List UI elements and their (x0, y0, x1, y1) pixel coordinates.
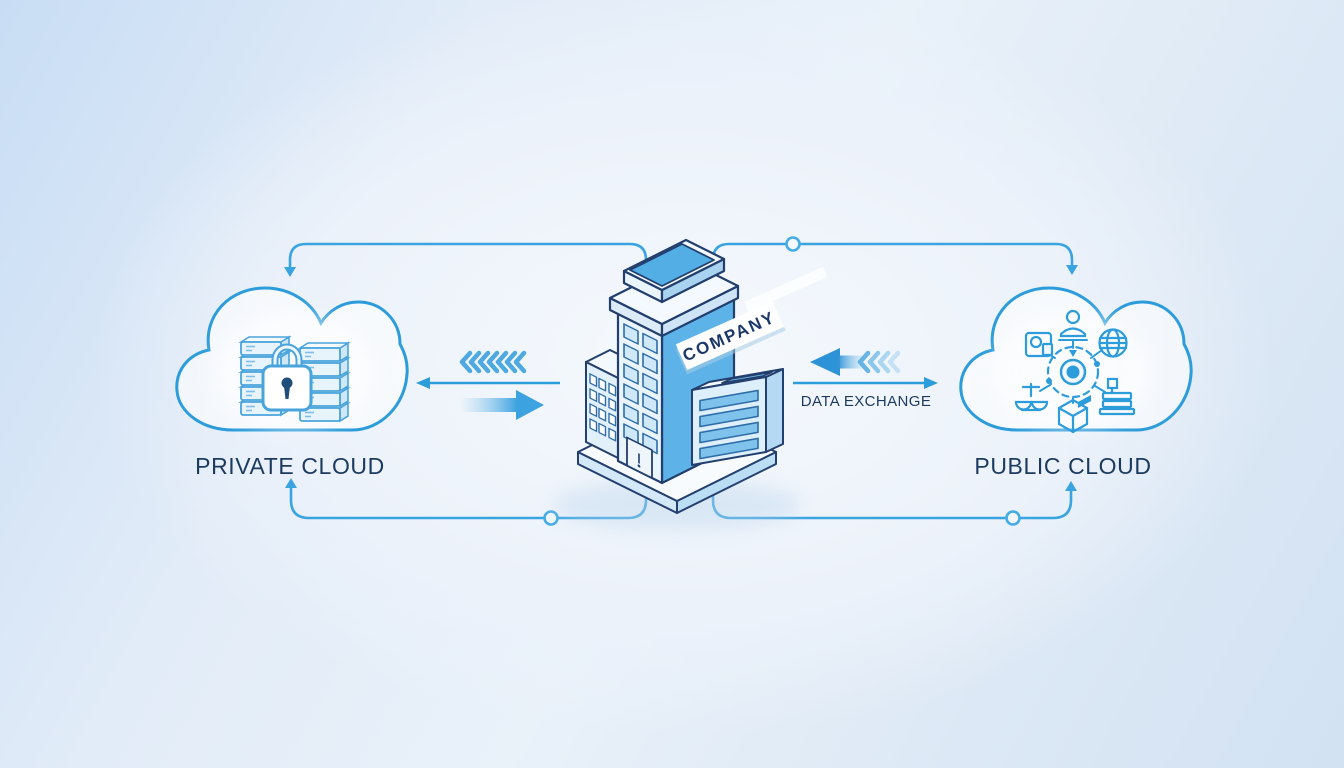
louver-strips (699, 389, 759, 460)
connector-top-left-line (288, 242, 648, 271)
edge-company-public (793, 348, 938, 389)
arrowhead-left-icon (416, 377, 430, 389)
arrowhead-up-icon (1065, 481, 1077, 491)
scales-icon (1014, 382, 1049, 412)
arrowhead-down-icon (1066, 265, 1078, 275)
thick-arrow-right (460, 390, 544, 420)
connector-top-right-line (711, 242, 1074, 270)
user-icon (1059, 309, 1087, 338)
padlock-keyhole-stem (284, 386, 290, 399)
padlock-keyhole (281, 377, 293, 389)
arrowhead-down-icon (1069, 350, 1077, 357)
connector-top-left (288, 242, 648, 271)
arrowhead-right-icon (924, 377, 938, 389)
edge-private-company (416, 350, 560, 420)
tower-windows (623, 323, 658, 455)
right-wing-building (691, 368, 784, 466)
connector-node-circle (785, 236, 801, 252)
connector-node-circle (543, 510, 559, 526)
connector-node-circle (1005, 510, 1021, 526)
company-building-illustration: COMPANY (552, 238, 828, 531)
chevron-flow-left-icon (459, 350, 527, 374)
server-icon (1098, 377, 1136, 416)
padlock-shackle-inner (273, 345, 301, 370)
roof-penthouse (622, 238, 726, 304)
private-cloud-node (175, 286, 409, 432)
arrowhead-right-icon (516, 390, 544, 420)
public-cloud-icons (1014, 309, 1136, 434)
thin-arrow-right (793, 377, 938, 389)
public-cloud-label: PUBLIC CLOUD (974, 453, 1152, 479)
banner-plate (675, 301, 785, 370)
hub-icon (1046, 345, 1100, 399)
banner-highlight (744, 266, 828, 312)
icon-connection-lines (1039, 339, 1106, 404)
door (626, 436, 653, 480)
cube-icon (1057, 395, 1091, 434)
data-exchange-label: DATA EXCHANGE (800, 393, 932, 410)
thick-arrow-left (810, 348, 867, 376)
connector-top-right (711, 242, 1074, 270)
padlock-icon (261, 343, 313, 412)
private-cloud-label: PRIVATE CLOUD (195, 453, 385, 479)
roof-panel (721, 371, 773, 384)
globe-icon (1098, 328, 1128, 358)
arrowhead-down-icon (284, 267, 296, 277)
photo-icon (1024, 331, 1054, 358)
public-cloud-node (959, 286, 1193, 434)
thin-arrow-left (416, 377, 560, 389)
chevron-tail-icon (857, 350, 901, 374)
arrowhead-left-icon (810, 348, 840, 376)
skylight-panel (629, 243, 715, 287)
arrowhead-up-icon (285, 478, 297, 488)
